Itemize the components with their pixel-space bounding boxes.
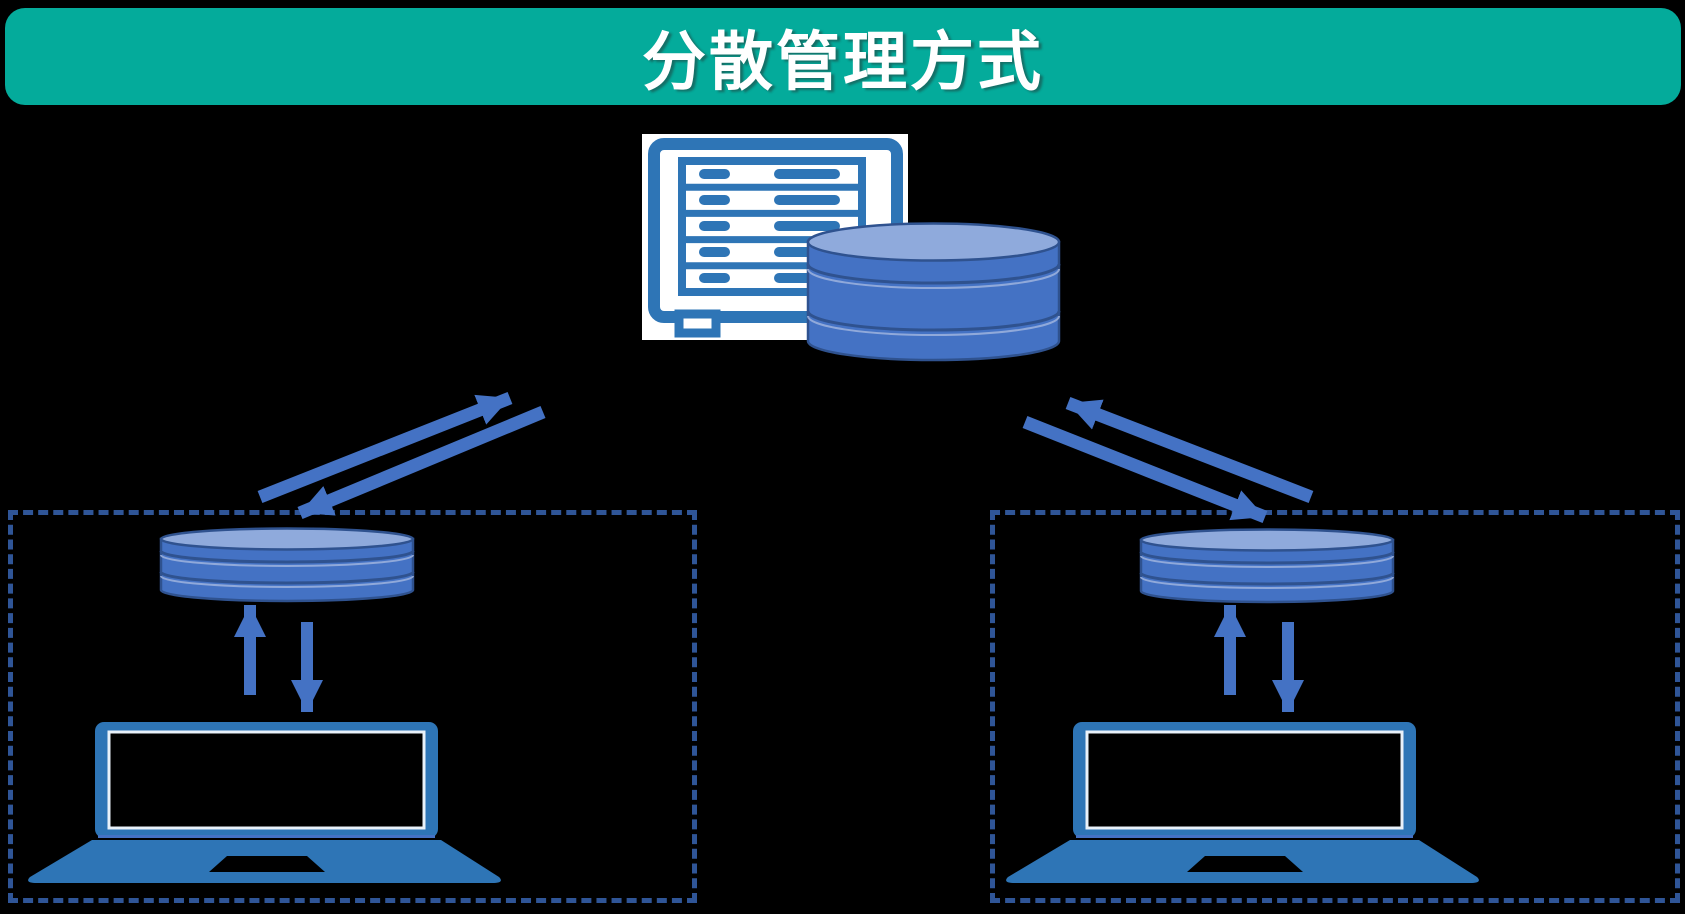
laptop-screen [107, 730, 426, 830]
local-database-icon-right [1139, 528, 1395, 604]
local-database-icon-left [159, 527, 415, 603]
laptop-screen [1085, 730, 1404, 830]
site-box-right [990, 510, 1680, 903]
central-database-icon [806, 222, 1061, 362]
laptop-icon-left [28, 722, 501, 883]
central-server-group [642, 134, 1061, 363]
site-box-left [8, 510, 697, 903]
laptop-notch [209, 856, 325, 872]
sync-arrow-right-download [1022, 415, 1268, 524]
title-banner: 分散管理方式 [5, 8, 1681, 105]
sync-arrow-left-download [297, 405, 546, 520]
sync-arrow-right-upload [1065, 396, 1314, 504]
sync-arrow-left-upload [257, 391, 513, 504]
laptop-notch [1187, 856, 1303, 872]
server-foot-left [674, 309, 721, 338]
laptop-icon-right [1006, 722, 1479, 883]
page-title: 分散管理方式 [642, 25, 1044, 100]
